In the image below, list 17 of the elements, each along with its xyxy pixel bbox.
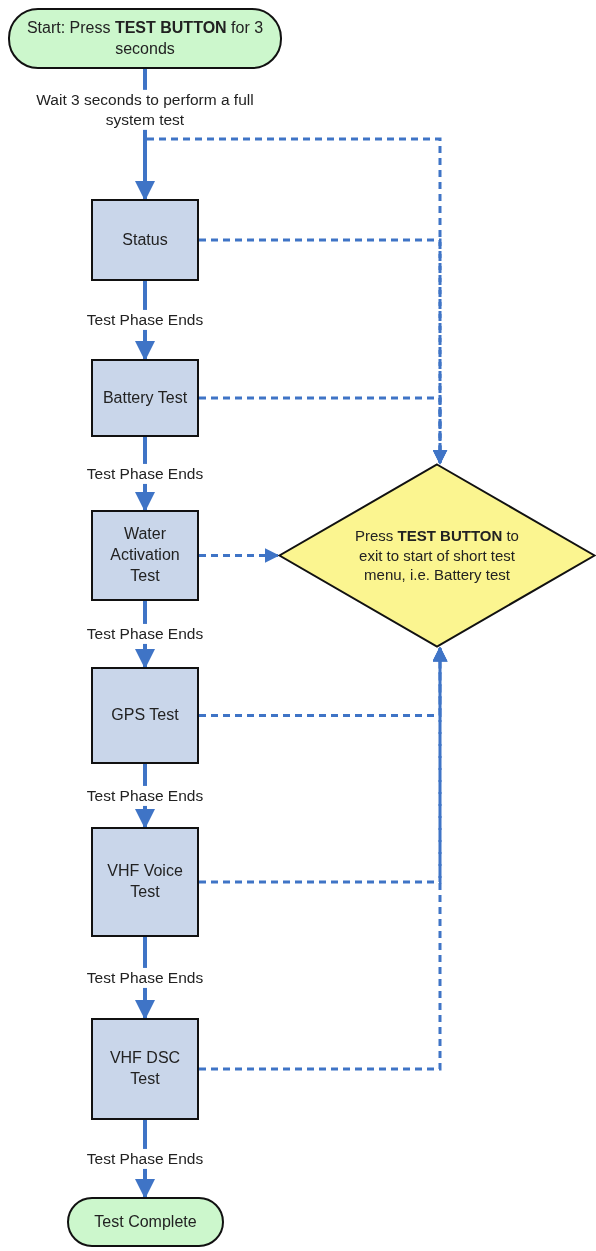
edge-label: Test Phase Ends [84,1148,206,1169]
process-box: Status [91,199,199,281]
edge-label: Test Phase Ends [84,623,206,645]
edge-label: Test Phase Ends [84,785,206,806]
process-box: VHF Voice Test [91,827,199,937]
decision-text: Press TEST BUTTON to exit to start of short test menu, i.e. Battery test [354,526,520,585]
terminal-pill: Test Complete [67,1197,224,1247]
dashed-arrow [199,646,448,717]
dashed-arrow [199,548,280,563]
edge-label: Test Phase Ends [84,463,206,484]
terminal-pill: Start: Press TEST BUTTON for 3 seconds [8,8,282,69]
edge-label: Test Phase Ends [84,309,206,331]
process-box: VHF DSC Test [91,1018,199,1120]
process-box: Battery Test [91,359,199,437]
edge-label: Test Phase Ends [84,967,206,988]
process-box: Water Activation Test [91,510,199,601]
process-box: GPS Test [91,667,199,764]
